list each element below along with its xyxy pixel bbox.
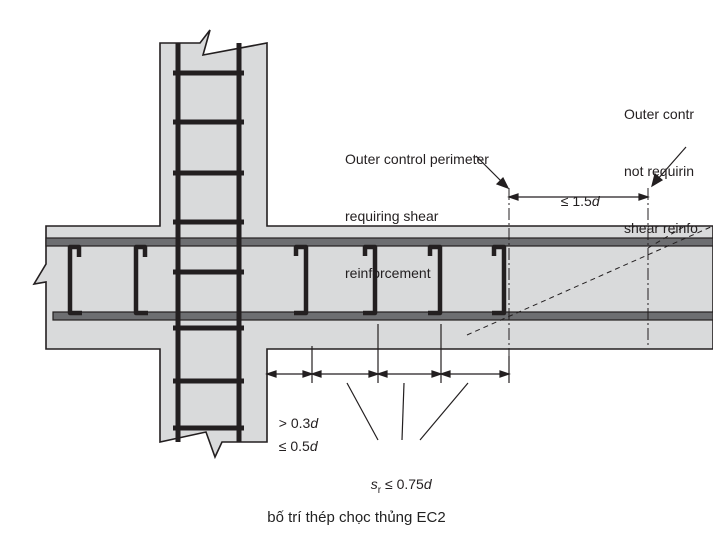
dimension-top-label: ≤ 1.5d — [560, 193, 600, 209]
shear-link-right-4 — [491, 244, 507, 316]
leader-arrows — [475, 146, 687, 190]
top-longitudinal-bar — [45, 237, 713, 247]
label-line: not requirin — [624, 163, 695, 179]
bottom-longitudinal-bar — [52, 311, 713, 321]
shear-link-right-1 — [293, 244, 309, 316]
shear-links — [67, 244, 507, 316]
spacing-leaders — [346, 382, 469, 441]
failure-surface-outer — [647, 225, 686, 249]
label-line: reinforcement — [345, 265, 431, 281]
label-line: requiring shear — [345, 208, 439, 224]
outer-perimeter-required-label: Outer control perimeter requiring shear … — [345, 112, 489, 302]
shear-link-left-2 — [133, 244, 148, 316]
label-line: Outer contr — [624, 106, 695, 122]
first-link-distance-max-label: ≤ 0.5d — [278, 438, 318, 454]
first-link-distance-min-label: > 0.3d — [278, 415, 319, 431]
figure-caption: bố trí thép chọc thủng EC2 — [267, 509, 446, 526]
label-line: shear reinfo — [624, 220, 698, 236]
column-ties — [173, 70, 244, 431]
shear-link-right-3 — [427, 244, 443, 316]
shear-link-right-2 — [362, 244, 378, 316]
label-line: Outer control perimeter — [345, 151, 489, 167]
dimension-bottom — [265, 324, 511, 383]
dimension-top — [507, 193, 650, 201]
outer-perimeter-not-required-label: Outer contr not requirin shear reinfo — [624, 67, 698, 257]
link-spacing-label: sr ≤ 0.75d — [370, 476, 432, 496]
shear-link-left-1 — [67, 244, 82, 316]
